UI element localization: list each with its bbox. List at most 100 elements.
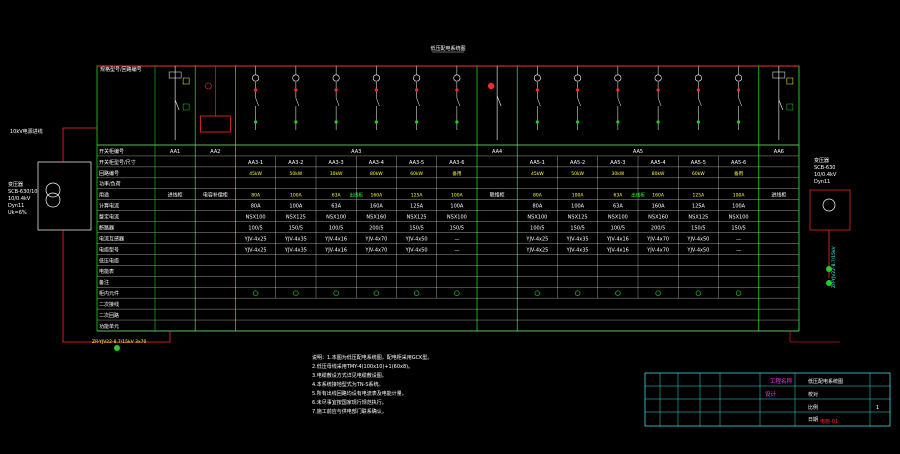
panel-use: 电容补偿柜 — [203, 192, 228, 199]
panel-use: 联络柜 — [490, 192, 505, 199]
ct-icon — [535, 120, 539, 124]
relay-icon — [182, 103, 190, 111]
circuit-ct: 150/5 — [409, 225, 423, 231]
row-label: 整定电流 — [99, 214, 119, 221]
circuit-lv-cable: YJV-4x16 — [324, 247, 347, 253]
row-label: 二次回路 — [99, 312, 119, 319]
circuit-lv-cable: YJV-4x50 — [686, 247, 709, 253]
indicator-icon — [294, 88, 298, 92]
function-marker — [252, 290, 259, 296]
note-line: 5.所有出线回路均设有电流表及电能计量。 — [312, 390, 407, 397]
transformer-right-spec: Dyn11 — [814, 179, 830, 185]
circuit-ct: 150/5 — [450, 225, 464, 231]
circuit-current: 100A — [451, 193, 464, 199]
bus-note-left: ZR-YJV22-8.7/15kV 3x70 — [92, 339, 147, 345]
capacitor-icon — [199, 115, 231, 133]
circuit-breaker: NSX125 — [688, 215, 708, 221]
row-label: 柜内元件 — [99, 290, 119, 297]
function-marker — [695, 290, 702, 296]
title-block: 工程名称 低压配电系统图 设计 校对 比例 1 日期 电施-01 — [644, 372, 891, 427]
row-label: 电缆型号 — [99, 246, 119, 253]
indicator-icon — [455, 88, 459, 92]
circuit-setting: 100A — [571, 204, 585, 210]
circuit-load: 50kW — [571, 171, 584, 177]
note-line: 2.低压母线采用TMY-4(100x10)+1(60x8)。 — [312, 363, 413, 370]
circuit-current: 80A — [533, 193, 543, 199]
row-label: 用途 — [99, 192, 109, 199]
circuit-current: 100A — [572, 193, 585, 199]
breaker-icon — [698, 97, 702, 107]
tb-sheet: 1 — [876, 405, 879, 411]
tb-number: 电施-01 — [820, 418, 838, 425]
panel-use: 进线柜 — [771, 192, 786, 199]
circuit-cable: YJV-4x25 — [525, 236, 548, 242]
ct-icon — [737, 120, 741, 124]
indicator-icon — [696, 88, 700, 92]
circuit-ct: 100/5 — [530, 225, 544, 231]
circuit-lv-cable: — — [454, 247, 459, 253]
transformer-right-icon — [822, 198, 836, 212]
function-marker — [655, 290, 661, 296]
circuit-ct: 150/5 — [570, 225, 584, 231]
indicator-icon — [205, 82, 212, 90]
feeder-line-left — [62, 127, 97, 162]
meter-icon — [694, 74, 702, 82]
ct-icon — [656, 120, 660, 124]
breaker-icon — [376, 97, 380, 107]
row-label: 功率/负荷 — [99, 181, 121, 188]
circuit-breaker: NSX100 — [447, 215, 467, 221]
circuit-id: AA5-3 — [610, 160, 625, 166]
circuit-setting: 160A — [370, 204, 384, 210]
transformer-left-title: 变压器 — [8, 181, 23, 188]
panel-code: AA3 — [351, 149, 361, 155]
row-label: 开关柜编号 — [99, 148, 124, 155]
function-marker — [615, 290, 621, 296]
row-label: 断路器 — [99, 224, 114, 231]
transformer-left-spec: 10/0.4kV — [8, 196, 31, 202]
tb-date: 日期 — [808, 417, 818, 423]
row-labels: 开关柜编号开关柜型号/尺寸回路编号功率/负荷用途计算电流整定电流断路器电流互感器… — [99, 148, 136, 330]
row-label: 备注 — [99, 279, 109, 286]
meter-icon — [372, 74, 380, 82]
circuit-setting: 100A — [289, 204, 303, 210]
circuit-setting: 125A — [410, 204, 424, 210]
circuit-lv-cable: — — [736, 247, 741, 253]
function-marker — [534, 290, 541, 296]
note-line: 说明：1.本图为低压配电系统图，配电柜采用GCK型。 — [312, 354, 432, 361]
circuit-lv-cable: YJV-4x70 — [646, 247, 669, 253]
circuit-load: 60kW — [692, 171, 705, 177]
circuit-setting: 63A — [613, 204, 623, 210]
transformer-right: 变压器 SCB-630 10/0.4kV Dyn11 — [809, 157, 851, 231]
transformer-right-spec: 10/0.4kV — [814, 172, 837, 178]
circuit-cable: — — [736, 236, 741, 242]
circuit-cable: YJV-4x70 — [364, 236, 387, 242]
meter-icon — [574, 74, 582, 82]
circuit-cable: YJV-4x25 — [244, 236, 267, 242]
indicator-icon — [737, 88, 741, 92]
circuit-setting: 63A — [331, 204, 341, 210]
circuit-load: 备用 — [734, 170, 743, 177]
circuit-current: 100A — [733, 193, 746, 199]
panel-AA3: AA3AA3-145kW80A80ANSX100100/5YJV-4x25YJV… — [244, 66, 478, 331]
panel-use: 出线柜 — [631, 192, 645, 199]
circuit-ct: 100/5 — [329, 225, 343, 231]
indicator-icon — [656, 88, 660, 92]
circuit-id: AA3-2 — [288, 160, 303, 166]
ground-marker-left — [114, 345, 120, 351]
circuit-id: AA5-1 — [530, 160, 545, 166]
circuit-setting: 125A — [692, 204, 706, 210]
circuit-current: 160A — [652, 193, 665, 199]
relay-icon — [786, 103, 794, 111]
circuit-setting: 160A — [652, 204, 666, 210]
circuit-load: 50kW — [289, 171, 302, 177]
circuit-breaker: NSX100 — [246, 215, 266, 221]
circuit-id: AA3-3 — [329, 160, 344, 166]
note-line: 6.未尽事宜按国家现行规范执行。 — [312, 399, 387, 406]
function-marker — [333, 290, 339, 296]
circuit-ct: 150/5 — [289, 225, 303, 231]
function-marker — [735, 290, 742, 296]
circuit-breaker: NSX125 — [568, 215, 588, 221]
